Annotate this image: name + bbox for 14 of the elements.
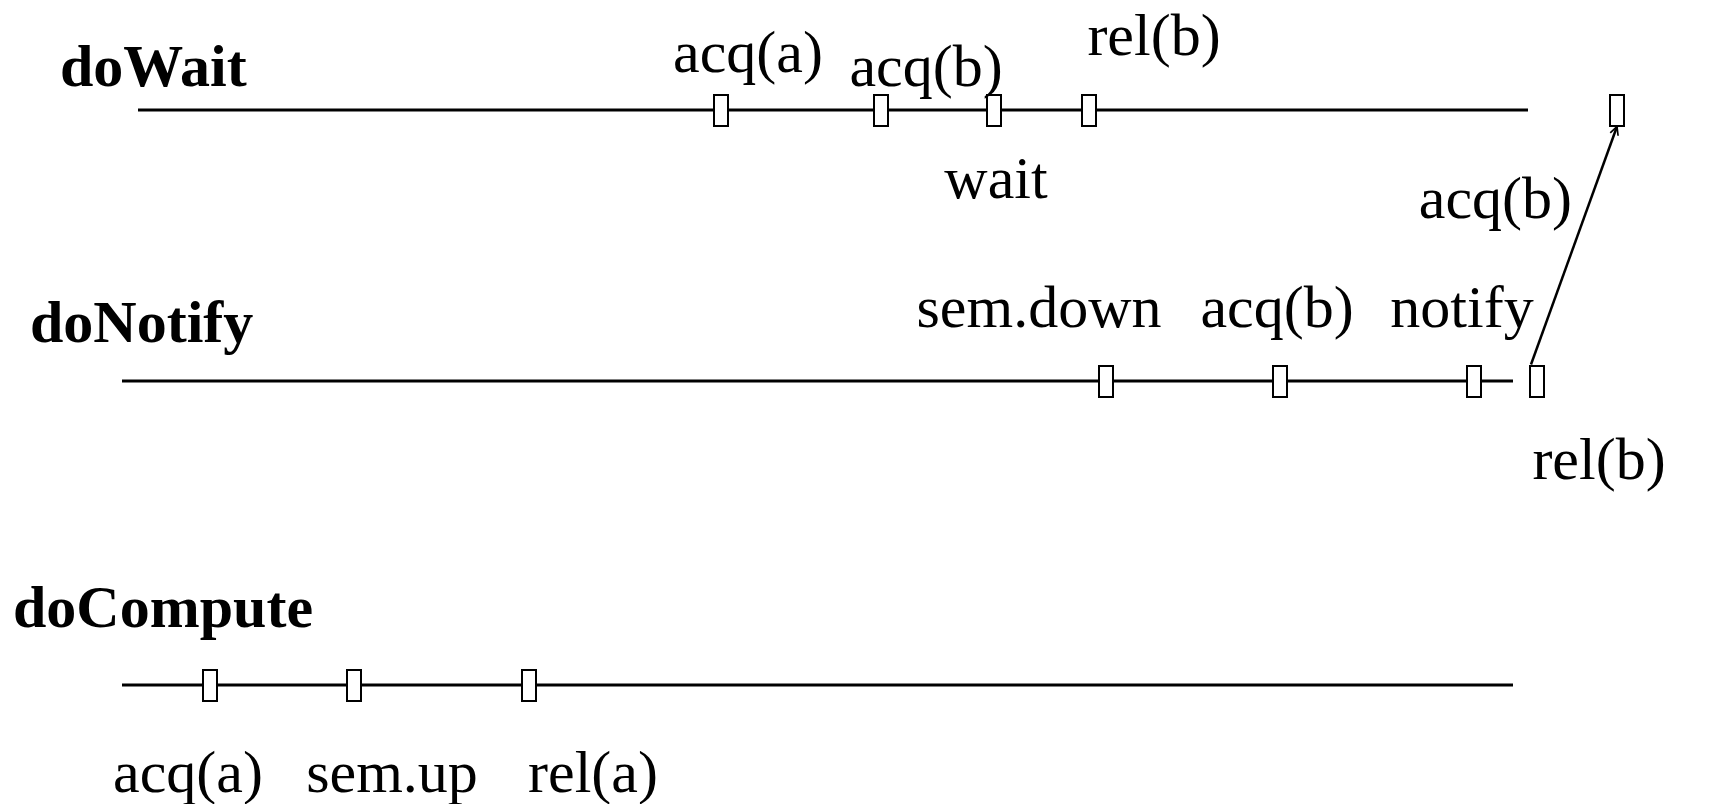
event-marker xyxy=(1272,364,1288,398)
event-marker xyxy=(1609,93,1625,127)
event-label: wait xyxy=(944,148,1048,208)
arrow xyxy=(1529,125,1619,365)
event-marker xyxy=(1466,364,1482,398)
thread-name: doWait xyxy=(60,36,247,96)
event-label: sem.down xyxy=(916,277,1162,337)
event-marker xyxy=(202,668,218,702)
event-marker xyxy=(713,93,729,127)
event-marker xyxy=(1098,364,1114,398)
event-marker xyxy=(1081,93,1097,127)
event-marker xyxy=(346,668,362,702)
event-marker xyxy=(521,668,537,702)
event-marker xyxy=(1529,364,1545,398)
